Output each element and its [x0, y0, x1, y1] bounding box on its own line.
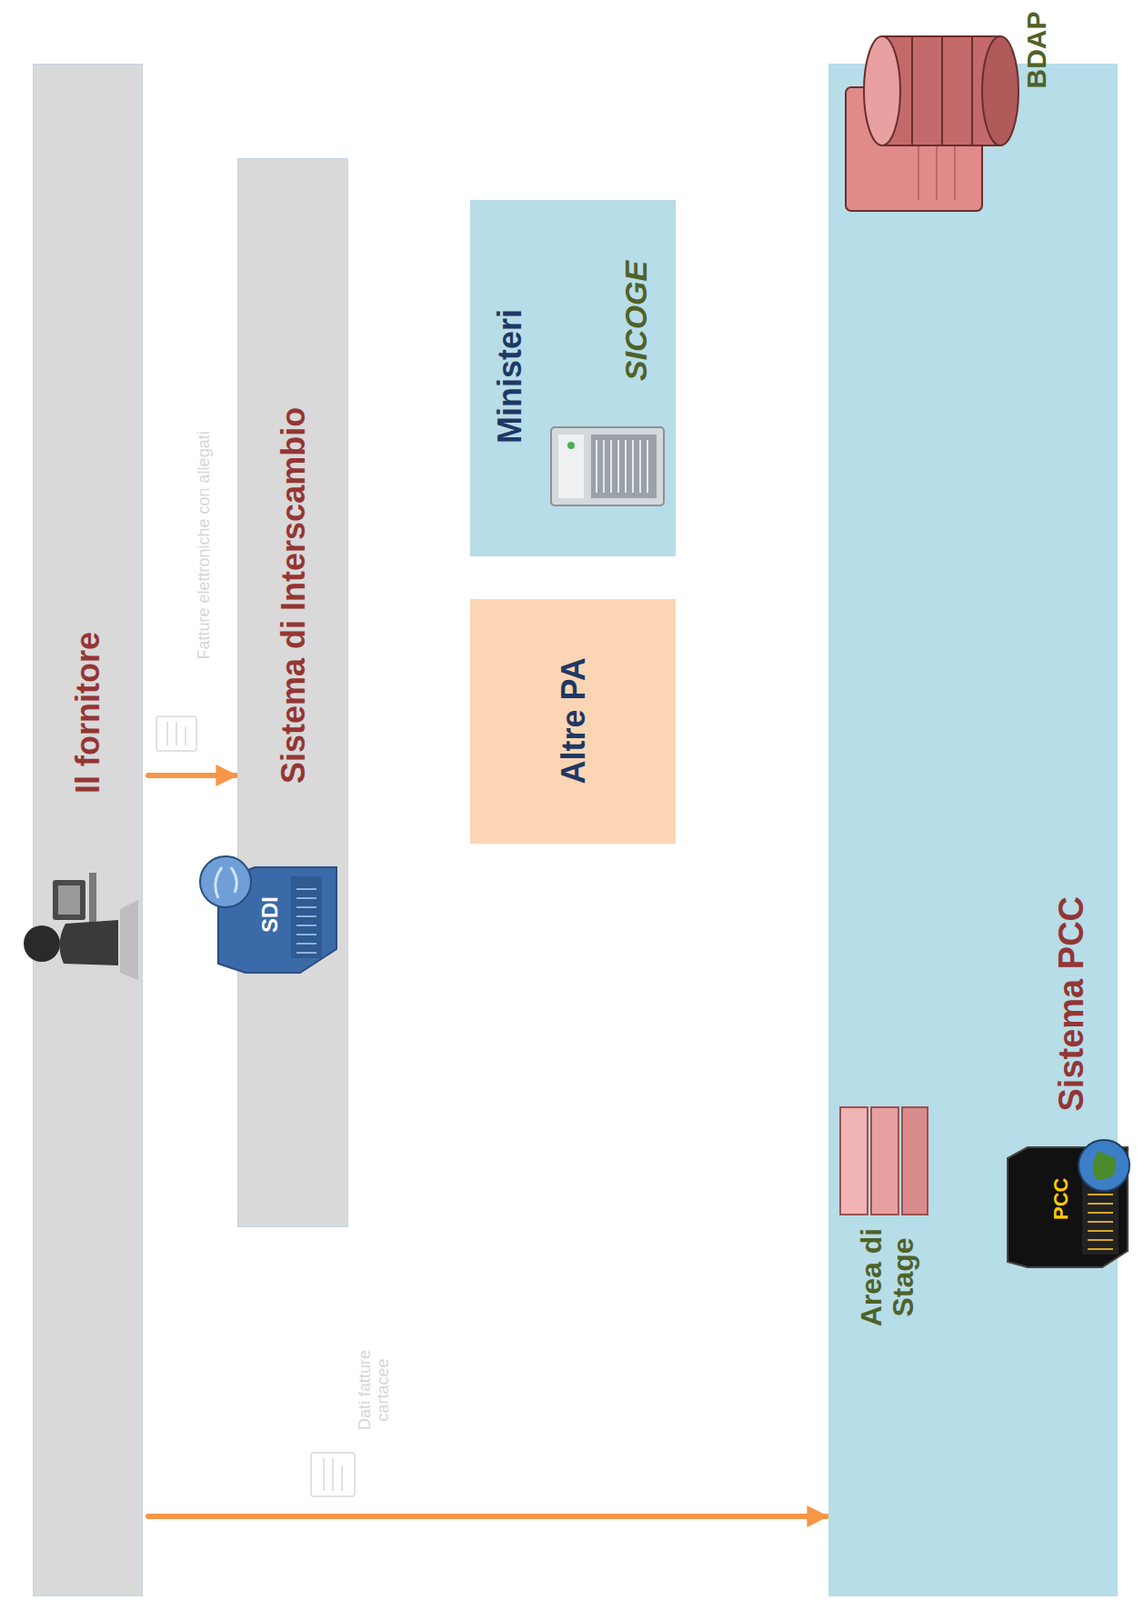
node-title: Altre PA [555, 657, 593, 784]
faded-note: Dati fatture cartacee [356, 1331, 393, 1450]
server-rack-icon [840, 1107, 928, 1215]
faded-note: Fatture elettroniche con allegati [195, 431, 214, 660]
user-icon [23, 873, 139, 981]
organisation-box: Altre PA [470, 599, 676, 844]
document-icon [156, 716, 355, 1497]
database-icon [845, 36, 1019, 211]
icon-label: PCC [1050, 1178, 1073, 1221]
flow-arrow [148, 1514, 827, 1520]
icon-label: SDI [258, 896, 282, 934]
node-title: Il fornitore [70, 632, 107, 794]
system-name: SICOGE [619, 260, 653, 382]
organisation-box: Ministeri SICOGE [470, 200, 676, 557]
node-title: Sistema di Interscambio [275, 407, 312, 784]
component-label: BDAP [1021, 10, 1052, 89]
system-band: Sistema PCC [828, 63, 1118, 1597]
server-icon [200, 856, 337, 974]
flow-arrow [148, 772, 236, 779]
node-title: Sistema PCC [1053, 896, 1092, 1113]
server-icon [551, 427, 664, 506]
server-icon [1007, 1140, 1130, 1268]
component-label: Area di Stage [855, 1223, 920, 1333]
actor-band: Il fornitore [32, 63, 143, 1597]
node-title: Ministeri [491, 309, 529, 444]
system-band: Sistema di Interscambio [237, 158, 349, 1228]
